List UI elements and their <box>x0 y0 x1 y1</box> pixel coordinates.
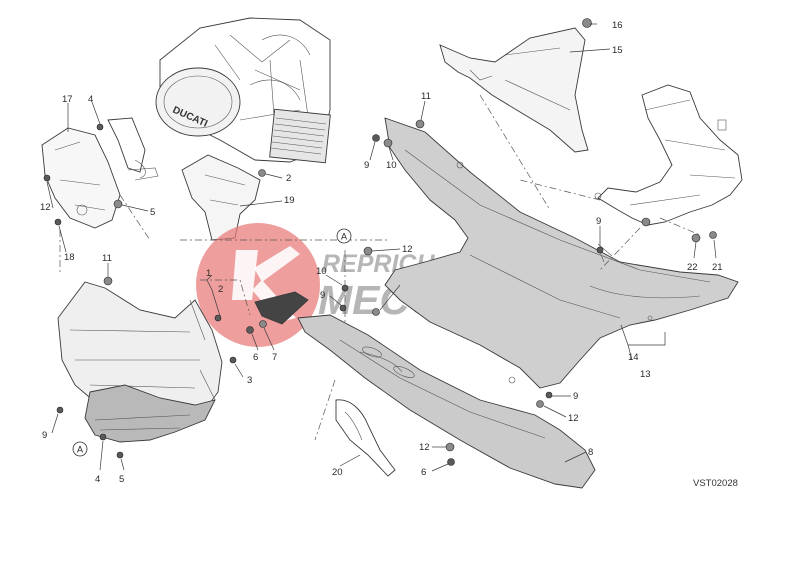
callout-14: 14 <box>628 352 639 363</box>
callout-6: 6 <box>421 467 426 478</box>
callout-3: 3 <box>247 375 252 386</box>
callout-9: 9 <box>596 216 601 227</box>
callout-18: 18 <box>64 252 75 263</box>
callout-labels: 16 15 17 4 12 5 18 2 19 11 9 10 11 1 2 3… <box>40 20 723 485</box>
detail-marker-label: A <box>341 232 347 242</box>
upper-bracket-panel <box>439 27 589 153</box>
callout-12: 12 <box>419 442 430 453</box>
callout-8: 8 <box>588 447 593 458</box>
callout-4: 4 <box>95 474 100 485</box>
callout-1: 1 <box>206 268 211 279</box>
callout-12: 12 <box>402 244 413 255</box>
detail-marker-a-lower: A <box>72 441 88 457</box>
assembly-lines <box>59 94 701 441</box>
callout-16: 16 <box>612 20 623 31</box>
drawing-reference-code: VST02028 <box>693 478 738 489</box>
callout-11: 11 <box>421 91 431 102</box>
callout-2: 2 <box>218 284 223 295</box>
fasteners <box>43 18 717 466</box>
callout-5: 5 <box>119 474 124 485</box>
callout-2: 2 <box>286 173 291 184</box>
callout-6: 6 <box>253 352 258 363</box>
callout-20: 20 <box>332 467 343 478</box>
callout-22: 22 <box>687 262 698 273</box>
lower-belly-fairing <box>254 291 596 489</box>
detail-marker-label: A <box>77 445 83 455</box>
right-support-bracket <box>594 84 743 226</box>
callout-9: 9 <box>573 391 578 402</box>
callout-11: 11 <box>102 253 112 264</box>
engine-block: DUCATI <box>155 17 331 164</box>
callout-9: 9 <box>320 290 325 301</box>
callout-10: 10 <box>316 266 327 277</box>
left-side-inner-panel <box>41 117 159 229</box>
callout-15: 15 <box>612 45 623 56</box>
callout-10: 10 <box>386 160 397 171</box>
small-trim-piece <box>335 399 396 477</box>
callout-9: 9 <box>42 430 47 441</box>
left-lower-fairing <box>57 281 223 443</box>
callout-7: 7 <box>272 352 277 363</box>
callout-13: 13 <box>640 369 651 380</box>
callout-19: 19 <box>284 195 295 206</box>
callout-12: 12 <box>568 413 579 424</box>
callout-9: 9 <box>364 160 369 171</box>
callout-4: 4 <box>88 94 93 105</box>
main-side-fairing <box>384 117 739 389</box>
detail-marker-a-upper: A <box>336 228 352 244</box>
callout-12: 12 <box>40 202 51 213</box>
callout-17: 17 <box>62 94 73 105</box>
leader-lines <box>46 23 717 472</box>
inner-bracket-part <box>181 154 261 241</box>
callout-21: 21 <box>712 262 723 273</box>
callout-5: 5 <box>150 207 155 218</box>
